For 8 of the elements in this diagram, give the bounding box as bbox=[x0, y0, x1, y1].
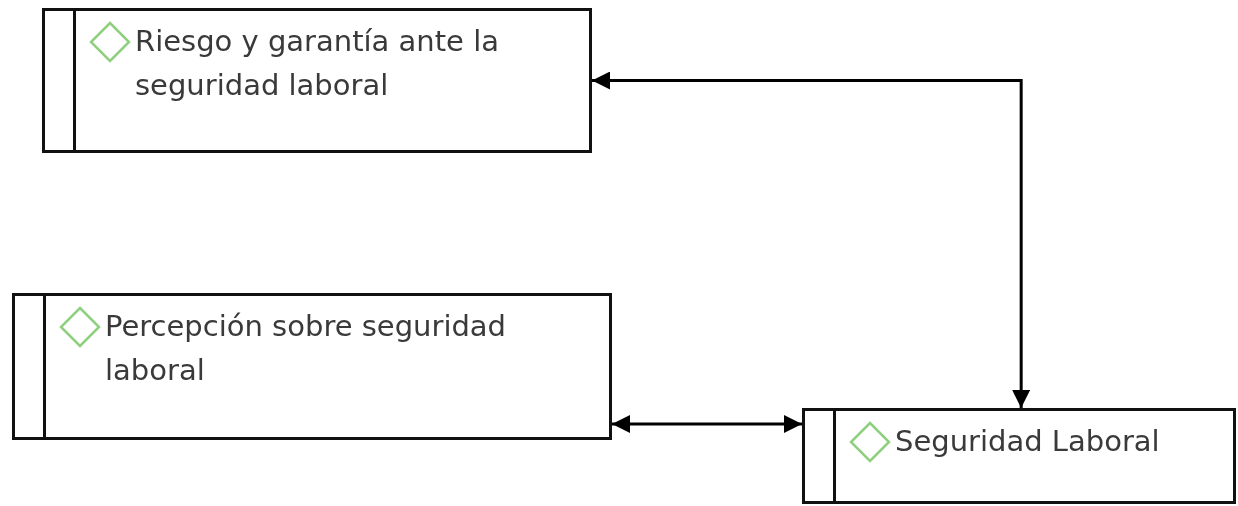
double-arrow bbox=[592, 71, 1031, 408]
process-box bbox=[42, 8, 592, 153]
node-label: Seguridad Laboral bbox=[895, 423, 1161, 460]
node-label: Riesgo y garantía ante la seguridad laboral bbox=[135, 23, 500, 104]
process-box bbox=[802, 408, 1236, 504]
double-arrow bbox=[612, 415, 802, 433]
process-box bbox=[12, 293, 612, 440]
node-label: Percepción sobre seguridad laboral bbox=[105, 308, 508, 389]
